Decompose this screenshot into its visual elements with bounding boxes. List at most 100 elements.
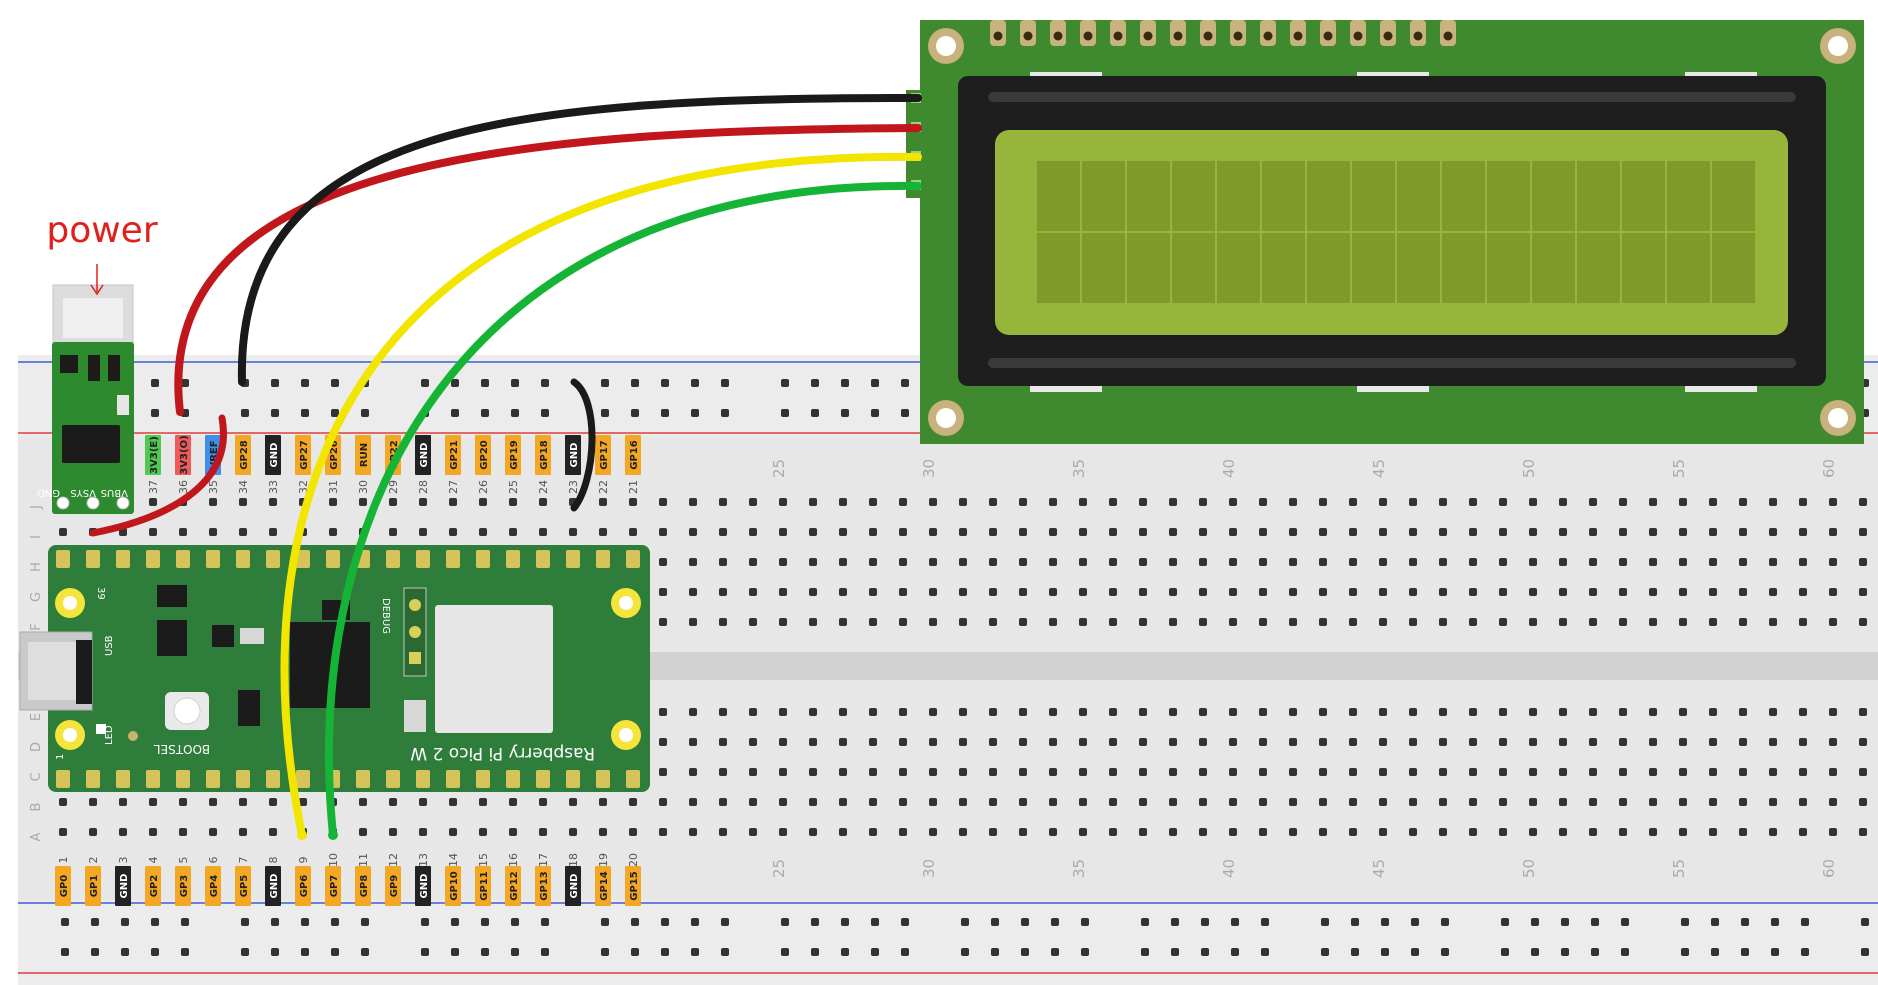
breadboard-hole <box>1529 498 1537 506</box>
pin-label-top: GND <box>419 443 430 468</box>
pin-label-bottom: GP0 <box>59 875 70 898</box>
breadboard-hole <box>1259 498 1267 506</box>
power-rail-hole <box>1681 948 1689 956</box>
lcd-character-cell <box>1577 233 1620 303</box>
power-rail-hole <box>481 918 489 926</box>
column-number-top: 60 <box>1820 459 1838 478</box>
column-number-top: 30 <box>920 459 938 478</box>
breadboard-hole <box>1589 618 1597 626</box>
breadboard-hole <box>1229 708 1237 716</box>
lcd-header-pin-hole <box>1323 31 1333 41</box>
breadboard-hole <box>1679 498 1687 506</box>
breadboard-hole <box>569 798 577 806</box>
power-rail-hole <box>511 918 519 926</box>
power-rail-hole <box>961 948 969 956</box>
breadboard-hole <box>389 498 397 506</box>
pico-top-pin-pad <box>626 550 640 568</box>
breadboard-hole <box>1739 588 1747 596</box>
power-rail-hole <box>1261 948 1269 956</box>
breadboard-hole <box>1859 618 1867 626</box>
breadboard-hole <box>929 618 937 626</box>
pico-bottom-pin-pad <box>236 770 250 788</box>
power-rail-hole <box>271 379 279 387</box>
power-rail-hole <box>691 948 699 956</box>
breadboard-hole <box>1409 498 1417 506</box>
breadboard-hole <box>449 528 457 536</box>
breadboard-hole <box>1679 768 1687 776</box>
breadboard-hole <box>1109 798 1117 806</box>
breadboard-hole <box>1319 588 1327 596</box>
column-number-bottom: 40 <box>1220 859 1238 878</box>
row-letter: G <box>29 592 44 602</box>
breadboard-hole <box>839 618 847 626</box>
lcd-header-pin-hole <box>1413 31 1423 41</box>
column-number-top: 45 <box>1370 459 1388 478</box>
pin-label-top: GP16 <box>629 440 640 469</box>
pico-mounting-hole-center <box>619 728 633 742</box>
power-rail-hole <box>241 409 249 417</box>
pin-label-bg-top <box>445 435 461 475</box>
pico-board-name: Raspberry Pi Pico 2 W <box>410 743 595 763</box>
breadboard-hole <box>389 528 397 536</box>
breadboard-hole <box>809 798 817 806</box>
power-rail-hole <box>1171 948 1179 956</box>
breadboard-hole <box>779 708 787 716</box>
breadboard-hole <box>1409 738 1417 746</box>
power-module-switch <box>117 395 129 415</box>
breadboard-hole <box>1649 828 1657 836</box>
breadboard-hole <box>1679 798 1687 806</box>
lcd-character-cell <box>1127 233 1170 303</box>
power-rail-hole <box>1201 948 1209 956</box>
breadboard-hole <box>569 828 577 836</box>
power-rail-hole <box>451 409 459 417</box>
power-rail-hole <box>1351 918 1359 926</box>
breadboard-hole <box>1619 798 1627 806</box>
breadboard-hole <box>599 498 607 506</box>
breadboard-hole <box>359 828 367 836</box>
power-rail-hole <box>331 918 339 926</box>
breadboard-hole <box>959 588 967 596</box>
pin-number-top: 33 <box>267 480 280 494</box>
breadboard-hole <box>869 798 877 806</box>
breadboard-hole <box>539 798 547 806</box>
breadboard-hole <box>1469 828 1477 836</box>
breadboard-hole <box>1169 738 1177 746</box>
breadboard-hole <box>1829 828 1837 836</box>
breadboard-hole <box>1649 618 1657 626</box>
breadboard-hole <box>1739 828 1747 836</box>
lcd-character-cell <box>1712 161 1755 231</box>
row-letter: A <box>29 832 44 841</box>
breadboard-hole <box>779 498 787 506</box>
power-module-vsys-label: VSYS <box>70 487 96 498</box>
pin-number-bottom: 15 <box>477 853 490 867</box>
pin-label-bg-bottom <box>505 866 521 906</box>
sda-wire-end <box>297 830 307 840</box>
sda-wire <box>280 152 922 839</box>
power-rail-hole <box>451 379 459 387</box>
breadboard-hole <box>1079 528 1087 536</box>
lcd-character-cell <box>1712 233 1755 303</box>
breadboard-hole <box>1259 618 1267 626</box>
power-rail-hole <box>181 918 189 926</box>
breadboard-hole <box>779 798 787 806</box>
pin-number-bottom: 20 <box>627 853 640 867</box>
pin-number-top: 35 <box>207 480 220 494</box>
breadboard-hole <box>1709 738 1717 746</box>
breadboard-hole <box>989 528 997 536</box>
breadboard-hole <box>1229 828 1237 836</box>
power-rail-hole <box>1051 918 1059 926</box>
breadboard-hole <box>1679 558 1687 566</box>
breadboard-hole <box>1619 828 1627 836</box>
breadboard-hole <box>1529 558 1537 566</box>
lcd-character-cell <box>1622 161 1665 231</box>
power-rail-hole <box>451 948 459 956</box>
pico-pin-1-label: 1 <box>55 754 66 760</box>
breadboard-hole <box>869 498 877 506</box>
breadboard-hole <box>149 798 157 806</box>
breadboard-hole <box>119 828 127 836</box>
breadboard-hole <box>1019 558 1027 566</box>
breadboard-hole <box>1199 738 1207 746</box>
power-rail-hole <box>721 379 729 387</box>
pin-label-bottom: GP5 <box>239 875 250 898</box>
breadboard-hole <box>989 498 997 506</box>
